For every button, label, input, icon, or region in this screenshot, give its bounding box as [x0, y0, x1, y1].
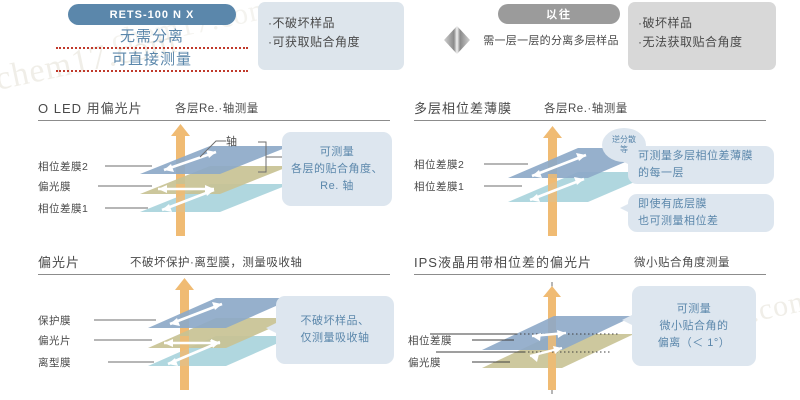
header-comparison: RETS-100 N X 无需分离 可直接测量 ·不破坏样品 ·可获取贴合角度: [0, 0, 800, 92]
panel-multilayer-retardation-film: 多层相位差薄膜 各层Re.·轴测量: [406, 96, 776, 246]
layer-leader-lines: [472, 339, 514, 363]
panel-divider: [414, 120, 766, 121]
callout-line: 不破坏样品、: [300, 315, 370, 327]
layer-label-retardation-1: 相位差膜1: [38, 203, 89, 215]
claim-line-2: 可直接测量: [56, 49, 248, 72]
layer-leader-lines: [484, 163, 528, 187]
callout-line: 微小贴合角的: [659, 319, 729, 332]
layer-stack-diagram: [484, 126, 658, 236]
callout-line: 可测量多层相位差薄膜: [638, 150, 753, 162]
panel-subtitle: 各层Re.·轴测量: [175, 103, 259, 115]
panel-subtitle: 各层Re.·轴测量: [544, 103, 628, 115]
callout-polarizer: 不破坏样品、 仅测量吸收轴: [276, 296, 394, 364]
panel-title: 多层相位差薄膜: [414, 101, 513, 116]
layer-label-polarizing-film: 偏光膜: [408, 357, 441, 369]
left-right-diamond-icon: [444, 26, 470, 54]
benefit-item: ·不破坏样品: [268, 16, 335, 30]
reference-lines: [430, 333, 618, 353]
drawback-item: ·破坏样品: [638, 16, 693, 30]
new-benefits-list: ·不破坏样品 ·可获取贴合角度: [268, 14, 360, 52]
panel-diagram: 相位差膜2 偏光膜 相位差膜1 轴 可测量 各层的贴合角度、 Re. 轴: [30, 124, 400, 246]
callout-multilayer-2: 即使有底层膜 也可测量相位差: [628, 194, 774, 232]
legacy-drawbacks-list: ·破坏样品 ·无法获取贴合角度: [638, 14, 743, 52]
stack-bracket: [258, 141, 282, 173]
layer-label-protective-film: 保护膜: [38, 315, 71, 327]
panel-diagram: 保护膜 偏光片 离型膜 不破坏样品、 仅测量吸收轴: [30, 278, 400, 400]
benefit-item: ·可获取贴合角度: [268, 35, 360, 49]
layer-label-retardation-2: 相位差膜2: [38, 161, 89, 173]
callout-line: 仅测量吸收轴: [300, 332, 370, 344]
layer-label-polarizer: 偏光片: [38, 335, 71, 347]
callout-tail: [622, 314, 634, 326]
panel-diagram: 相位差膜2 相位差膜1 逆分散 等 可测量多层相位差薄膜 的每一层 即使有底层膜…: [406, 124, 776, 246]
callout-line: 即使有底层膜: [638, 198, 707, 210]
layer-label-retardation-film: 相位差膜: [408, 335, 452, 347]
callout-line: 的每一层: [638, 167, 684, 179]
callout-multilayer-1: 可测量多层相位差薄膜 的每一层: [628, 146, 774, 184]
bubble-line: 逆分散: [612, 135, 636, 144]
new-product-badge: RETS-100 N X: [68, 4, 236, 25]
callout-line: Re. 轴: [320, 179, 354, 192]
layer-leader-lines: [94, 319, 156, 363]
legacy-drawbacks-box: [628, 2, 776, 70]
layer-leader-lines: [98, 165, 152, 209]
panel-diagram: 相位差膜 偏光膜 可测量 微小贴合角的 偏离（＜ 1°）: [406, 278, 776, 400]
layer-label-retardation-1: 相位差膜1: [414, 181, 465, 193]
callout-line: 各层的贴合角度、: [291, 162, 383, 175]
new-benefits-box: [258, 2, 404, 70]
panel-polarizer-sheet: 偏光片 不破坏保护·离型膜，测量吸收轴: [30, 250, 400, 400]
panel-subtitle: 不破坏保护·离型膜，测量吸收轴: [130, 257, 303, 269]
callout-line: 偏离（＜ 1°）: [657, 336, 731, 349]
panel-divider: [38, 274, 390, 275]
callout-oled: 可测量 各层的贴合角度、 Re. 轴: [282, 132, 392, 206]
callout-line: 可测量: [319, 145, 355, 158]
callout-ips: 可测量 微小贴合角的 偏离（＜ 1°）: [632, 286, 756, 366]
axis-label: 轴: [226, 136, 238, 148]
panel-divider: [38, 120, 390, 121]
new-product-claim: 无需分离 可直接测量: [56, 26, 248, 72]
callout-line: 可测量: [676, 302, 712, 315]
axis-leader: [199, 140, 226, 158]
layer-label-release-film: 离型膜: [38, 357, 71, 369]
bubble-line: 等: [620, 145, 628, 154]
claim-line-1: 无需分离: [56, 26, 248, 49]
layer-label-polarizing-film: 偏光膜: [38, 181, 71, 193]
callout-line: 也可测量相位差: [638, 215, 719, 227]
callout-tail: [266, 322, 278, 334]
legacy-badge: 以往: [498, 4, 620, 24]
panel-title: 偏光片: [38, 255, 81, 270]
layer-label-retardation-2: 相位差膜2: [414, 159, 465, 171]
panel-subtitle: 微小贴合角度测量: [634, 257, 730, 269]
panel-oled-polarizer: O LED 用偏光片 各层Re.·轴测量: [30, 96, 400, 246]
legacy-method-note: 需一层一层的分离多层样品: [483, 35, 619, 47]
panel-title: IPS液晶用带相位差的偏光片: [414, 255, 592, 270]
panel-title: O LED 用偏光片: [38, 101, 143, 116]
layer-stack-diagram: [98, 124, 290, 236]
layer-stack-diagram: [94, 278, 294, 390]
panel-ips-lcd-polarizer: IPS液晶用带相位差的偏光片 微小贴合角度测量: [406, 250, 776, 400]
layer-stack-diagram: [430, 282, 634, 396]
panel-divider: [414, 274, 766, 275]
drawback-item: ·无法获取贴合角度: [638, 35, 743, 49]
